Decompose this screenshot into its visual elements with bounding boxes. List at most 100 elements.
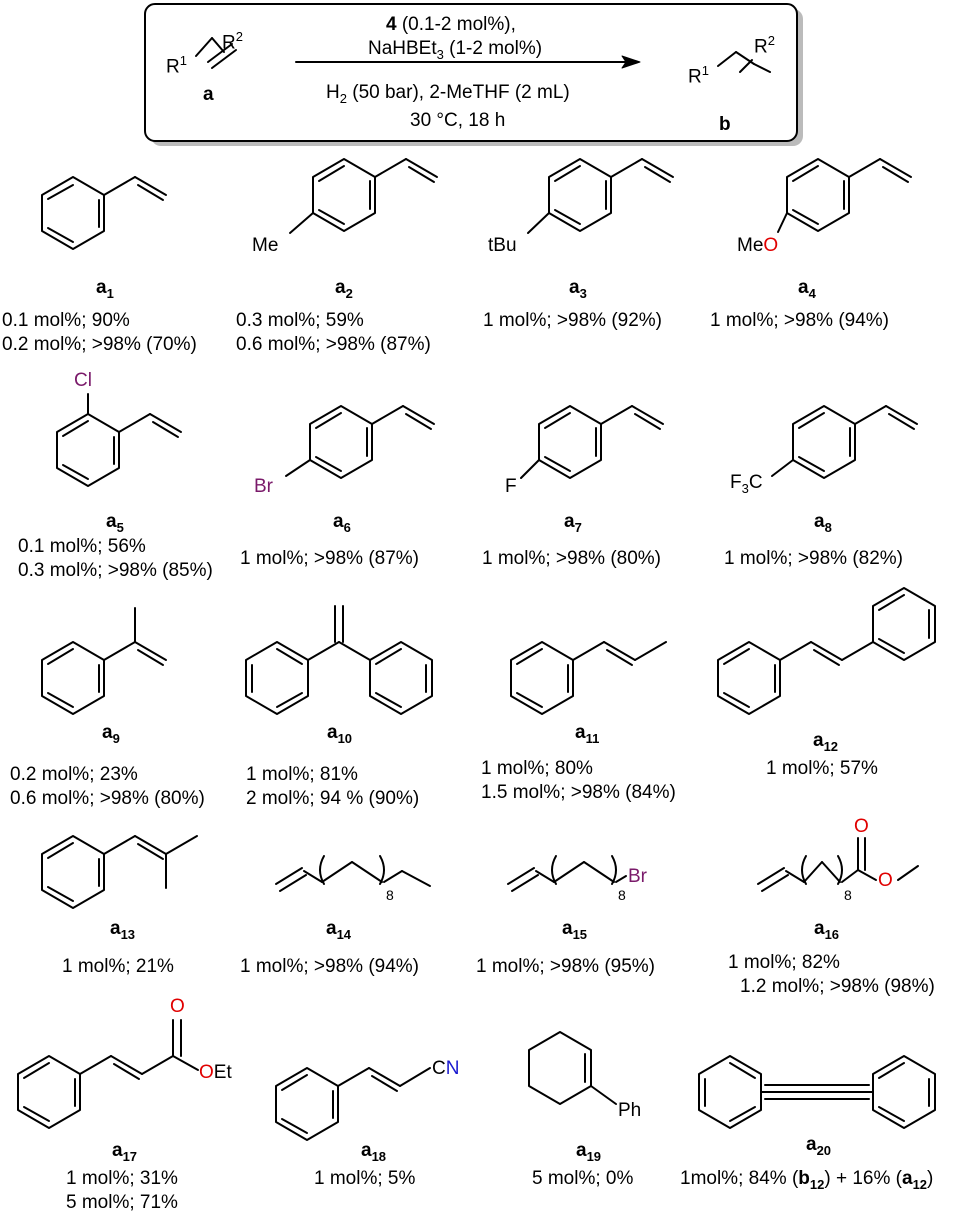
chloro-label-a5: Cl <box>74 370 92 391</box>
compound-label-a13: a13 <box>110 918 136 942</box>
result-a8-1: 1 mol%; >98% (82%) <box>724 548 903 569</box>
compound-label-a1: a1 <box>96 277 114 301</box>
reactant-r2-label: R2 <box>222 29 243 54</box>
structure-a3 <box>527 158 674 234</box>
condition-line-2: NaHBEt3 (1-2 mol%) <box>368 38 543 62</box>
product-label: b <box>719 114 731 135</box>
result-a4-1: 1 mol%; >98% (94%) <box>710 310 889 331</box>
result-a5-2: 0.3 mol%; >98% (85%) <box>18 560 213 581</box>
compound-label-a5: a5 <box>106 511 124 535</box>
compound-label-a15: a15 <box>562 918 588 942</box>
structure-a4 <box>777 158 912 233</box>
reactant-label: a <box>203 84 214 105</box>
product-generic-alkane <box>717 51 771 73</box>
result-a13-1: 1 mol%; 21% <box>62 956 174 977</box>
methoxy-label-a4: MeO <box>737 235 779 256</box>
carbonyl-o-a16: O <box>854 816 869 837</box>
result-a14-1: 1 mol%; >98% (94%) <box>240 956 419 977</box>
fluoro-label-a7: F <box>505 476 517 497</box>
result-a1-2: 0.2 mol%; >98% (70%) <box>2 334 197 355</box>
structure-a19 <box>528 1031 617 1105</box>
structure-a17 <box>17 1019 199 1129</box>
structure-a15 <box>507 855 627 892</box>
compound-label-a12: a12 <box>813 730 839 754</box>
phenyl-label-a19: Ph <box>618 1100 642 1121</box>
condition-line-3: H2 (50 bar), 2-MeTHF (2 mL) <box>326 82 570 106</box>
compound-label-a16: a16 <box>814 918 840 942</box>
nitrile-label-a18: CN <box>432 1058 460 1079</box>
structure-a8 <box>771 405 918 479</box>
result-a9-2: 0.6 mol%; >98% (80%) <box>10 788 205 809</box>
compound-label-a17: a17 <box>112 1140 138 1164</box>
result-a9-1: 0.2 mol%; 23% <box>10 764 138 785</box>
compound-label-a18: a18 <box>361 1140 387 1164</box>
result-a19-1: 5 mol%; 0% <box>532 1168 634 1189</box>
compound-label-a10: a10 <box>327 722 353 746</box>
result-a15-1: 1 mol%; >98% (95%) <box>476 956 655 977</box>
structure-a10 <box>245 605 433 715</box>
result-a2-1: 0.3 mol%; 59% <box>236 310 364 331</box>
compound-label-a20: a20 <box>806 1134 832 1158</box>
structure-a2 <box>289 158 438 234</box>
structure-a20 <box>698 1055 936 1129</box>
compound-label-a3: a3 <box>569 277 587 301</box>
structure-a13 <box>41 835 198 909</box>
structure-a1 <box>41 176 167 250</box>
result-a12-1: 1 mol%; 57% <box>766 758 878 779</box>
structure-a6 <box>285 405 435 479</box>
result-a5-1: 0.1 mol%; 56% <box>18 536 146 557</box>
result-a16-2: 1.2 mol%; >98% (98%) <box>740 976 935 997</box>
condition-line-4: 30 °C, 18 h <box>410 110 506 131</box>
result-a17-2: 5 mol%; 71% <box>66 1192 178 1213</box>
methyl-label-a2: Me <box>252 235 279 256</box>
result-a11-1: 1 mol%; 80% <box>481 758 593 779</box>
structure-a7 <box>520 405 664 479</box>
compound-label-a19: a19 <box>576 1140 602 1164</box>
structure-a12 <box>717 587 936 715</box>
structure-a11 <box>510 641 667 715</box>
result-a6-1: 1 mol%; >98% (87%) <box>240 548 419 569</box>
structure-a9 <box>41 607 167 715</box>
product-r1-label: R1 <box>688 63 709 88</box>
carbonyl-o-a17: O <box>170 996 185 1017</box>
ester-o-a16: O <box>878 870 893 891</box>
ethoxy-label-a17: OEt <box>199 1062 232 1083</box>
result-a16-1: 1 mol%; 82% <box>728 952 840 973</box>
compound-label-a8: a8 <box>814 511 832 535</box>
result-a10-2: 2 mol%; 94 % (90%) <box>246 788 420 809</box>
subscript-8-a14: 8 <box>386 887 394 903</box>
result-a11-2: 1.5 mol%; >98% (84%) <box>481 782 676 803</box>
structure-a14 <box>275 855 431 892</box>
reaction-box <box>144 3 803 146</box>
result-a10-1: 1 mol%; 81% <box>246 764 358 785</box>
reactant-generic-alkene <box>195 37 237 69</box>
result-a18-1: 1 mol%; 5% <box>314 1168 416 1189</box>
cf3-label-a8: F3C <box>730 472 763 496</box>
compound-label-a2: a2 <box>335 277 353 301</box>
bromo-label-a15: Br <box>628 866 647 887</box>
compound-label-a14: a14 <box>326 918 352 942</box>
subscript-8-a16: 8 <box>844 887 852 903</box>
result-a20-1: 1mol%; 84% (b12) + 16% (a12) <box>680 1168 934 1192</box>
condition-line-1: 4 (0.1-2 mol%), <box>386 14 516 35</box>
compound-label-a11: a11 <box>575 722 600 746</box>
result-a3-1: 1 mol%; >98% (92%) <box>483 310 662 331</box>
result-a2-2: 0.6 mol%; >98% (87%) <box>236 334 431 355</box>
structure-a18 <box>275 1067 431 1141</box>
subscript-8-a15: 8 <box>618 887 626 903</box>
result-a17-1: 1 mol%; 31% <box>66 1168 178 1189</box>
product-r2-label: R2 <box>754 33 775 58</box>
compound-label-a4: a4 <box>798 277 816 301</box>
reactant-r1-label: R1 <box>166 53 187 78</box>
tbu-label-a3: tBu <box>488 235 517 256</box>
reaction-arrow <box>295 55 641 69</box>
structure-a5 <box>56 393 182 487</box>
result-a7-1: 1 mol%; >98% (80%) <box>482 548 661 569</box>
compound-label-a7: a7 <box>564 511 582 535</box>
structure-a16 <box>757 837 919 892</box>
compound-label-a6: a6 <box>333 511 351 535</box>
result-a1-1: 0.1 mol%; 90% <box>2 310 130 331</box>
bromo-label-a6: Br <box>254 476 273 497</box>
compound-label-a9: a9 <box>102 722 120 746</box>
